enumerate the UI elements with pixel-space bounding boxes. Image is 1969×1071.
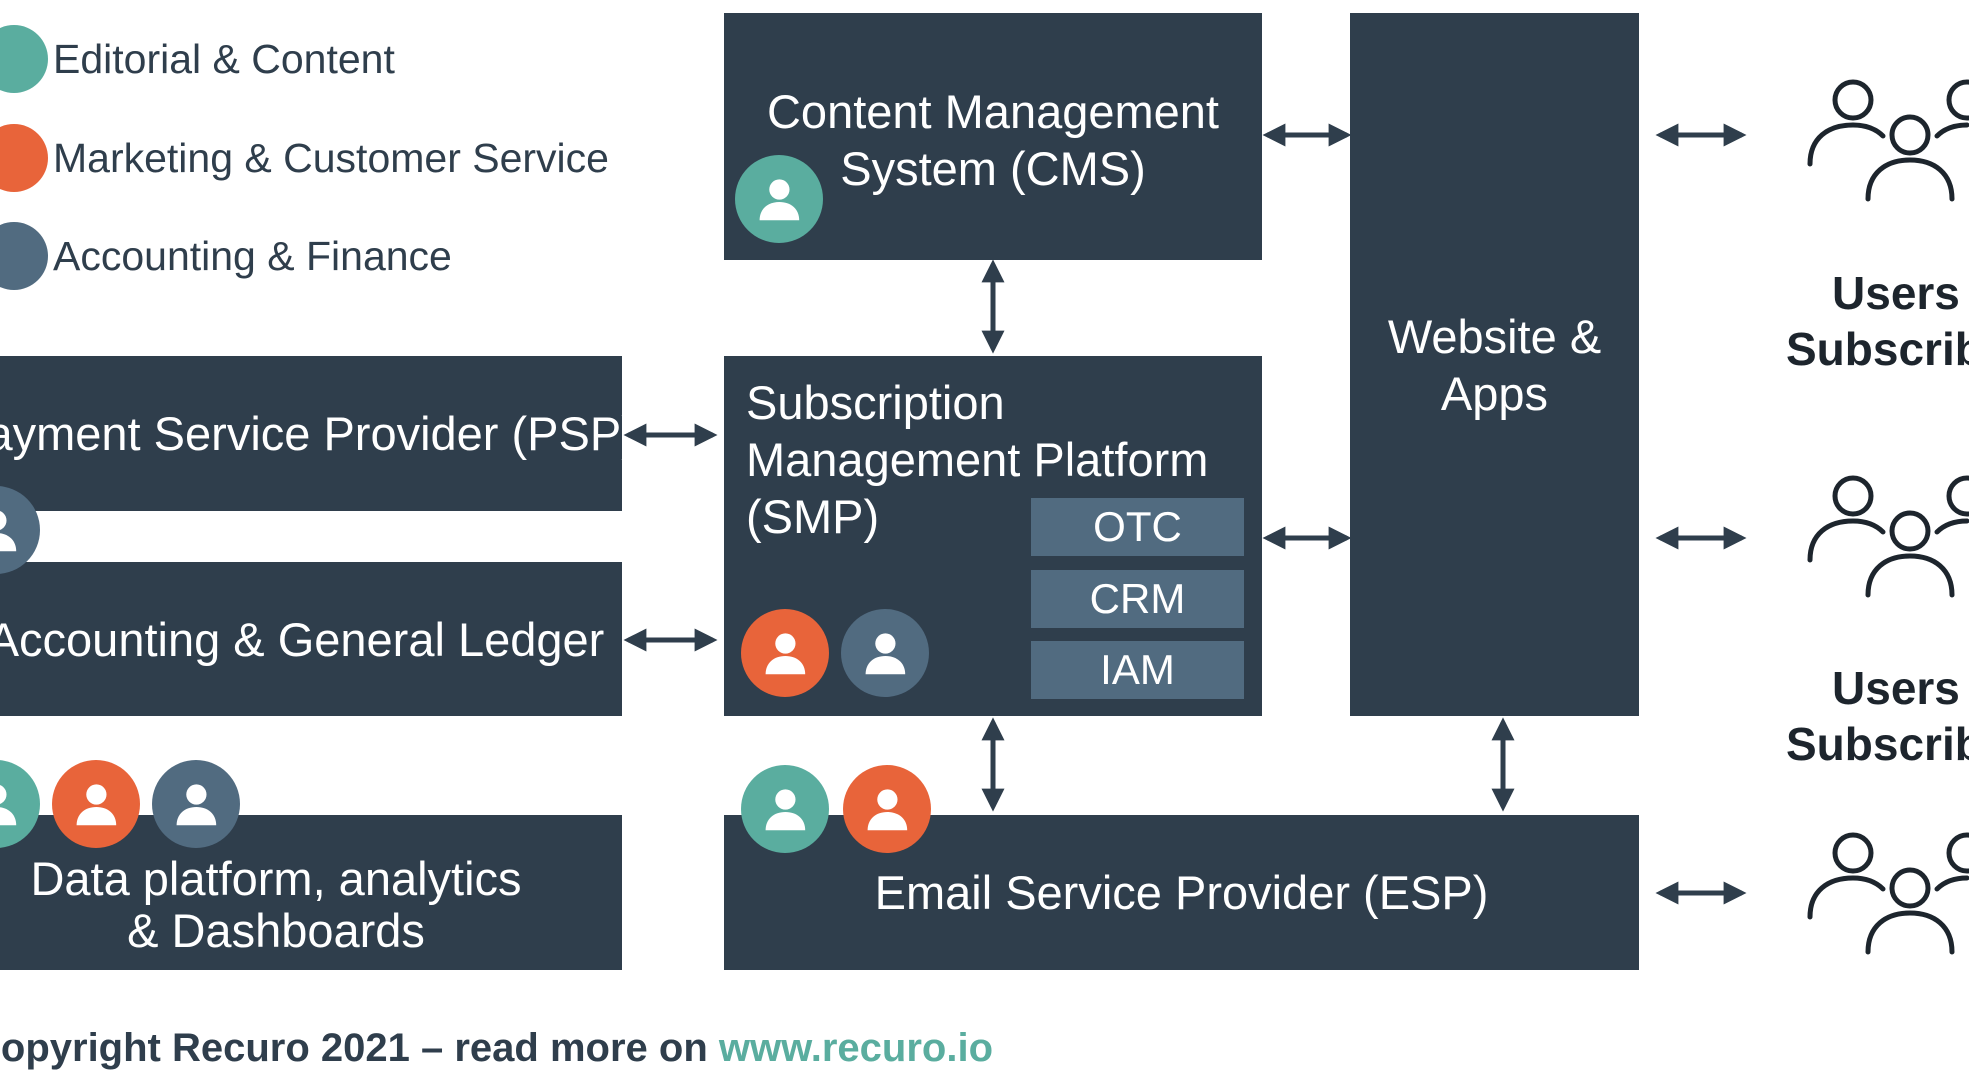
- website-apps-box: Website & Apps: [1350, 13, 1639, 716]
- badge-data-marketing: [52, 760, 140, 848]
- users-group-icon: [1807, 832, 1969, 955]
- person-icon: [176, 783, 216, 825]
- users-label-line2: Subscribers: [1786, 718, 1969, 770]
- person-icon: [76, 783, 116, 825]
- badge-smp-marketing: [741, 609, 829, 697]
- users-label-2: Users & Subscribers: [1786, 660, 1969, 772]
- person-icon: [759, 178, 799, 220]
- badge-cms-editorial: [735, 155, 823, 243]
- psp-box: Payment Service Provider (PSP): [0, 356, 637, 511]
- ledger-label: Accounting & General Ledger: [0, 612, 605, 666]
- smp-title-line1: Subscription: [746, 376, 1005, 429]
- users-label-line1: Users &: [1832, 267, 1969, 319]
- person-icon: [0, 510, 16, 551]
- esp-label: Email Service Provider (ESP): [874, 866, 1489, 919]
- badge-esp-editorial: [741, 765, 829, 853]
- person-icon: [865, 632, 905, 674]
- data-title-line1: Data platform, analytics: [30, 852, 522, 905]
- smp-module-crm: CRM: [1031, 570, 1244, 628]
- person-icon: [765, 788, 805, 830]
- person-icon: [765, 632, 805, 674]
- cms-title-line2: System (CMS): [840, 142, 1146, 195]
- smp-module-iam: IAM: [1031, 641, 1244, 699]
- badge-esp-marketing: [843, 765, 931, 853]
- users-label-line1: Users &: [1832, 662, 1969, 714]
- legend-label-marketing: Marketing & Customer Service: [53, 135, 609, 181]
- smp-module-otc: OTC: [1031, 498, 1244, 556]
- website-title-line2: Apps: [1440, 367, 1549, 420]
- connector-arrows: [623, 123, 1747, 905]
- footer-link[interactable]: www.recuro.io: [718, 1026, 993, 1070]
- users-group-icons: [1807, 79, 1969, 955]
- smp-title-line2: Management Platform: [746, 433, 1209, 486]
- data-title-line2: & Dashboards: [127, 904, 425, 957]
- badge-smp-accounting: [841, 609, 929, 697]
- legend-label-accounting: Accounting & Finance: [53, 233, 452, 279]
- footer-copyright: Copyright Recuro 2021 – read more on www…: [0, 1026, 993, 1071]
- smp-title-line3: (SMP): [746, 490, 880, 543]
- footer-text: Copyright Recuro 2021 – read more on: [0, 1026, 719, 1070]
- users-label-line2: Subscribers: [1786, 323, 1969, 375]
- psp-label: Payment Service Provider (PSP): [0, 407, 637, 460]
- users-label-1: Users & Subscribers: [1786, 265, 1969, 377]
- users-group-icon: [1807, 79, 1969, 202]
- ledger-box: Accounting & General Ledger: [0, 562, 622, 716]
- person-icon: [867, 788, 907, 830]
- users-group-icon: [1807, 475, 1969, 598]
- legend-label-editorial: Editorial & Content: [53, 36, 395, 82]
- badge-data-accounting: [152, 760, 240, 848]
- person-icon: [0, 784, 16, 825]
- cms-title-line1: Content Management: [766, 85, 1219, 138]
- website-title-line1: Website &: [1387, 310, 1602, 363]
